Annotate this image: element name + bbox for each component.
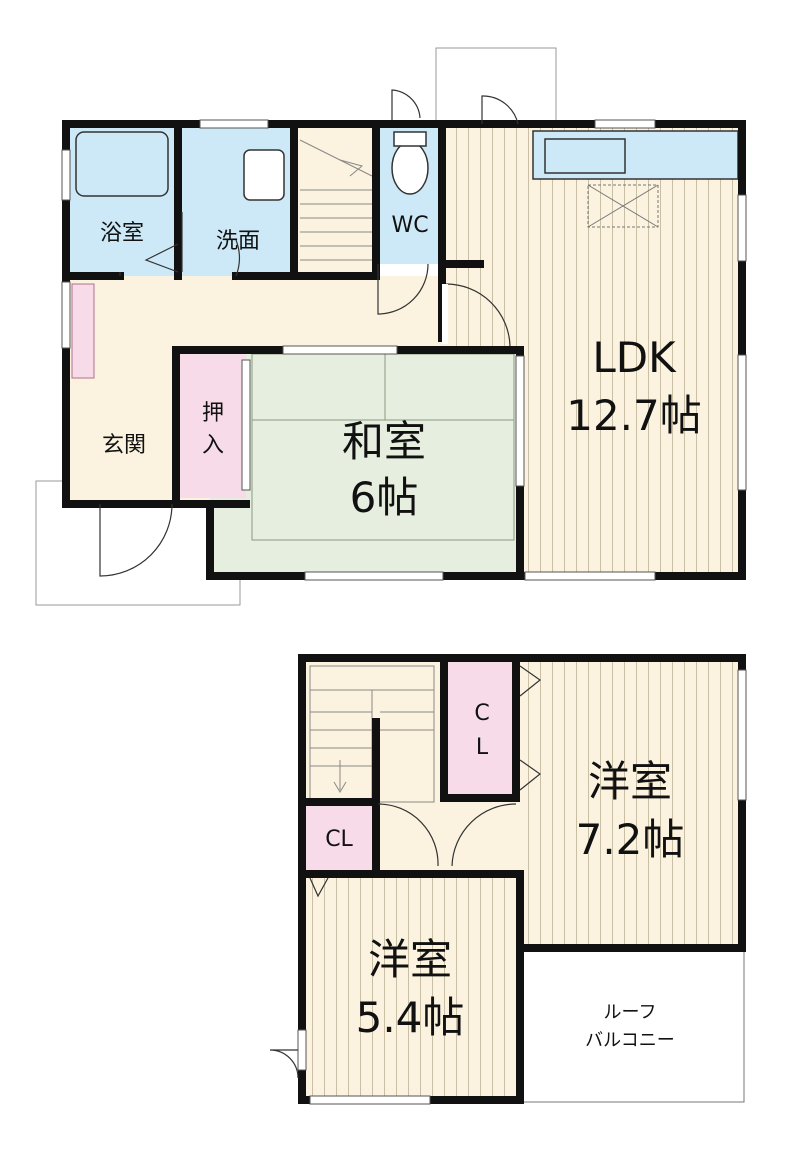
entrance-label: 玄関 (102, 433, 146, 458)
windows-2f (297, 669, 747, 1105)
washroom-label: 洗面 (216, 229, 260, 254)
stairs-1f (299, 139, 373, 261)
washitsu-size: 6帖 (350, 473, 419, 522)
second-floor: C L CL 洋室 7.2帖 洋室 5.4帖 ルーフ バルコニー (269, 654, 747, 1105)
doors-2f (269, 665, 542, 1079)
toilet (391, 141, 429, 195)
closet2 (304, 806, 374, 870)
stairs-2f (309, 665, 435, 803)
first-floor: 浴室 洗面 WC 玄関 押 入 和室 6帖 LDK 12.7帖 (35, 47, 747, 606)
closet2-label: CL (325, 827, 353, 852)
tatami-field (251, 353, 515, 541)
bath-label: 浴室 (100, 221, 144, 246)
oshiire-label-1: 押 (202, 401, 224, 426)
balcony-label-1: ルーフ (604, 1002, 657, 1023)
closet1-label-2: L (476, 735, 489, 760)
oshiire-label-2: 入 (202, 433, 224, 458)
bathtub (75, 131, 169, 197)
room1-size: 7.2帖 (576, 815, 685, 864)
room2-size: 5.4帖 (356, 993, 465, 1042)
wash-basin (243, 149, 285, 201)
balcony-label-2: バルコニー (585, 1030, 675, 1051)
rear-porch (435, 47, 557, 125)
room1-name: 洋室 (588, 757, 672, 806)
ldk-name: LDK (592, 333, 677, 382)
room2-floor (302, 874, 518, 1100)
windows-1f (61, 119, 747, 581)
walls-2f (298, 654, 746, 1104)
ldk-size: 12.7帖 (566, 391, 702, 440)
range-hood (587, 184, 659, 228)
stairs-area (294, 124, 376, 276)
closet1 (448, 660, 516, 796)
balcony-floor (519, 947, 745, 1103)
shoe-cabinet (71, 283, 95, 379)
room2-name: 洋室 (368, 935, 452, 984)
oshiire-closet (180, 352, 246, 498)
wc-label: WC (391, 213, 428, 238)
closet1-label-1: C (474, 701, 489, 726)
room1-floor (520, 658, 742, 948)
kitchen-sink (544, 138, 626, 174)
washitsu-name: 和室 (342, 417, 426, 466)
doors-1f (99, 89, 519, 577)
